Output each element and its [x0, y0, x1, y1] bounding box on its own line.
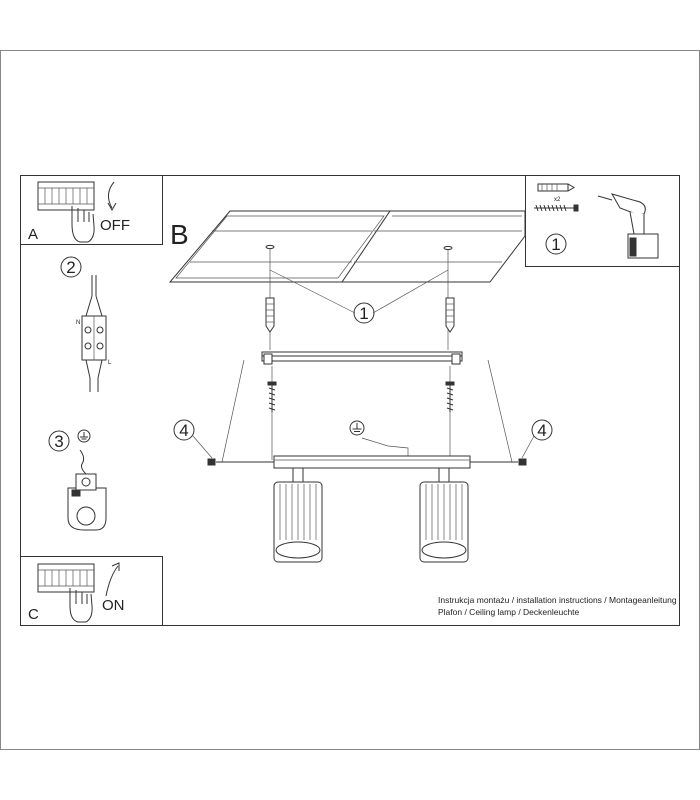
side-screw-left-icon [207, 458, 216, 466]
spotlight-left [273, 467, 323, 563]
terminal-label-l: L [108, 360, 112, 366]
breaker-box-icon [37, 563, 95, 593]
arrow-down-icon [108, 181, 115, 209]
hand-icon [69, 588, 93, 623]
cable-icon [85, 275, 103, 317]
wall-plug-left-icon [265, 297, 275, 333]
panel-c-state: ON [102, 597, 125, 614]
panel-c: C ON [20, 556, 163, 626]
breaker-box-icon [37, 181, 95, 211]
mounting-bracket [261, 351, 463, 365]
step-2-wiring: 2 N L [60, 256, 112, 392]
terminal-block-icon [81, 315, 107, 361]
tools-step-number: 1 [551, 235, 560, 254]
wall-plug-icon [537, 183, 575, 192]
step-3-ground: 3 [48, 429, 107, 531]
step-4-number-left: 4 [179, 421, 188, 440]
page-frame [0, 50, 700, 750]
panel-c-letter: C [28, 606, 39, 623]
spotlight-right [419, 467, 469, 563]
ceiling-panels [168, 210, 526, 283]
side-screw-right-icon [518, 458, 527, 466]
screw-right-icon [445, 381, 455, 412]
step-3-number: 3 [54, 432, 63, 451]
ground-symbol-icon [349, 420, 365, 436]
screw-left-icon [267, 381, 277, 412]
panel-a-state: OFF [100, 217, 130, 234]
panel-a-letter: A [28, 226, 38, 243]
ground-symbol-icon [77, 429, 91, 443]
diagram-frame [20, 175, 680, 626]
caption-line-2: Plafon / Ceiling lamp / Deckenleuchte [438, 607, 580, 617]
wall-plug-right-icon [445, 297, 455, 333]
drill-icon [597, 193, 659, 259]
tools-quantity: x2 [554, 197, 561, 203]
step-1-number: 1 [359, 304, 368, 323]
tools-inset: x2 1 [525, 175, 680, 267]
panel-a: A OFF [20, 175, 163, 245]
lamp-base [273, 455, 471, 469]
screw-icon [534, 204, 579, 212]
terminal-label-n: N [76, 320, 80, 326]
step-4-number-right: 4 [537, 421, 546, 440]
step-2-number: 2 [66, 258, 75, 277]
ground-terminal-bracket-icon [67, 473, 107, 531]
panel-b-letter: B [170, 219, 189, 250]
arrow-up-icon [105, 565, 119, 597]
hand-icon [71, 206, 95, 243]
ceiling-hole-left [265, 244, 275, 250]
ceiling-hole-right [443, 245, 453, 251]
caption-line-1: Instrukcja montażu / installation instru… [438, 595, 677, 605]
